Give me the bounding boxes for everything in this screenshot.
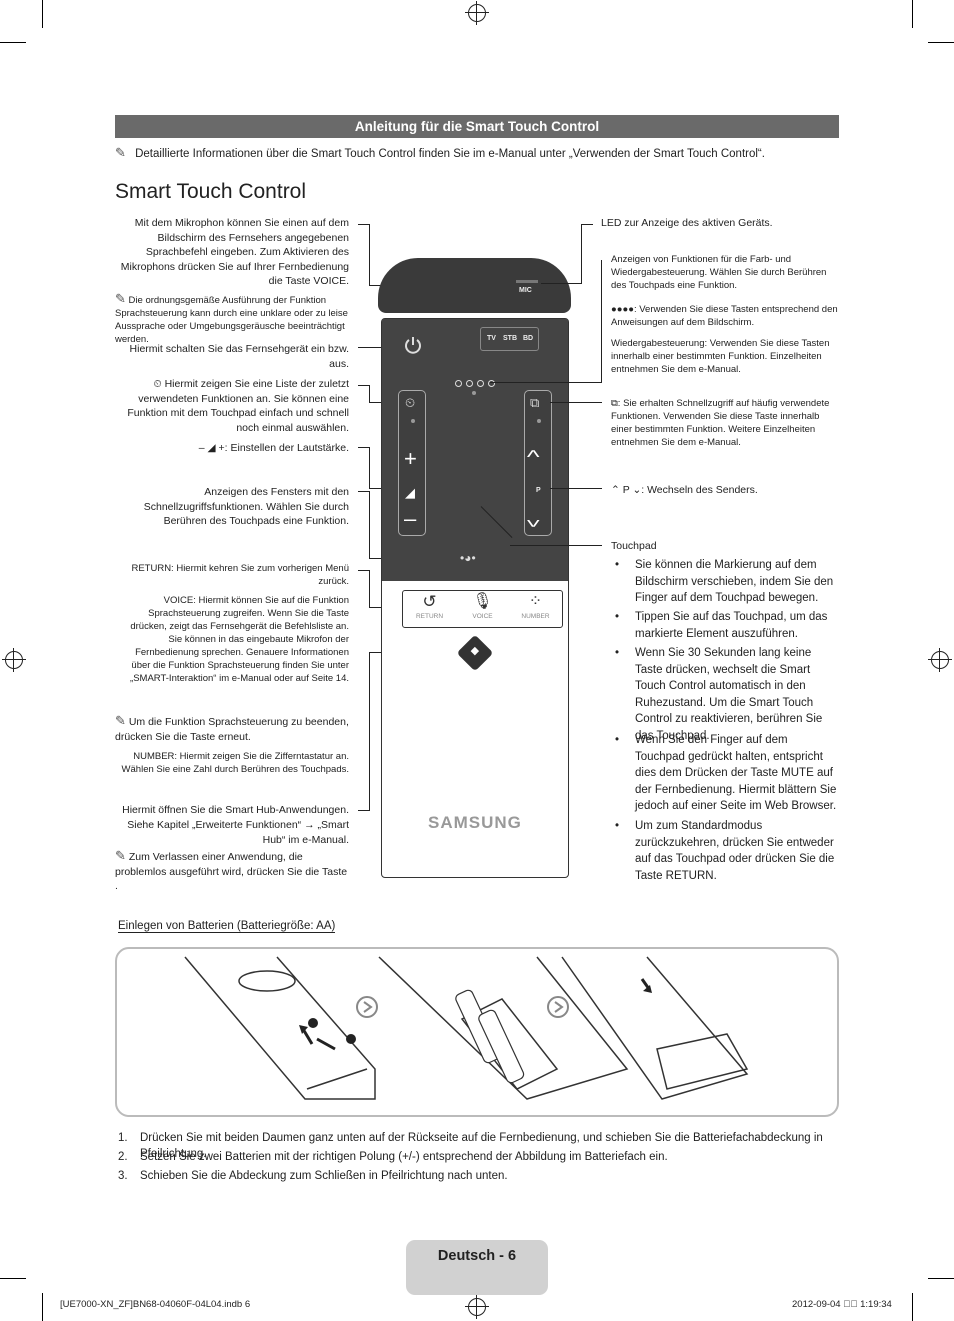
- number-description: NUMBER: Hiermit zeigen Sie die Ziffernta…: [121, 751, 349, 775]
- channel-description: ⌃ P ⌄: Wechseln des Senders.: [611, 484, 758, 496]
- list-item: •Tippen Sie auf das Touchpad, um das mar…: [615, 611, 828, 640]
- volume-icon: ◢: [405, 485, 415, 500]
- crop-mark: [0, 42, 26, 43]
- pencil-icon: ✎: [115, 145, 126, 160]
- file-info: [UE7000-XN_ZF]BN68-04060F-04L04.indb 6: [60, 1299, 251, 1310]
- pencil-icon: ✎: [115, 291, 126, 306]
- channel-rocker[interactable]: ⧉ ^ P ^: [524, 390, 552, 536]
- volume-rocker[interactable]: ⏲ + ◢ –: [398, 390, 426, 536]
- volume-down-icon[interactable]: –: [404, 506, 417, 531]
- return-description: RETURN: Hiermit kehren Sie zum vorherige…: [131, 563, 349, 587]
- samsung-logo: SAMSUNG: [428, 813, 522, 832]
- registration-mark-icon: [2, 648, 26, 672]
- crop-mark: [912, 1293, 913, 1321]
- mic-note: ✎ Die ordnungsgemäße Ausführung der Funk…: [115, 291, 348, 345]
- list-item: •Wenn Sie den Finger auf dem Touchpad ge…: [615, 734, 837, 812]
- intro-note: ✎ Detaillierte Informationen über die Sm…: [115, 145, 765, 160]
- list-item: •Sie können die Markierung auf dem Bilds…: [615, 559, 834, 604]
- number-button[interactable]: ⁘ NUMBER: [509, 591, 562, 627]
- color-dots-icon: ●●●●: [611, 304, 634, 315]
- mic-description: Mit dem Mikrophon können Sie einen auf d…: [120, 217, 349, 287]
- color-description: Anzeigen von Funktionen für die Farb- un…: [611, 254, 827, 291]
- voice-description: VOICE: Hiermit können Sie auf die Funkti…: [130, 595, 349, 684]
- return-button[interactable]: ↺ RETURN: [403, 591, 456, 627]
- stb-button[interactable]: STB: [503, 335, 517, 342]
- pencil-icon: ✎: [115, 848, 126, 863]
- channel-up-icon[interactable]: ^: [526, 447, 540, 467]
- step-number: 3.: [118, 1170, 128, 1182]
- led-description: LED zur Anzeige des aktiven Geräts.: [601, 217, 773, 229]
- page-title: Smart Touch Control: [115, 180, 307, 203]
- crop-mark: [0, 1278, 26, 1279]
- smart-hub-icon: ◆: [470, 645, 480, 658]
- step-text: Schieben Sie die Abdeckung zum Schließen…: [140, 1170, 508, 1182]
- voice-note: ✎ Um die Funktion Sprachsteuerung zu bee…: [115, 713, 349, 743]
- channel-down-icon[interactable]: ^: [526, 510, 540, 530]
- power-icon: [405, 337, 421, 354]
- step-number: 1.: [118, 1132, 128, 1144]
- quickaccess-description: ⧉: Sie erhalten Schnellzugriff auf häufi…: [611, 398, 830, 448]
- touchpad-heading: Touchpad: [611, 540, 657, 552]
- microphone-icon: 🎙: [472, 593, 493, 610]
- print-date: 2012-09-04 ￿￿ 1:19:34: [792, 1299, 892, 1310]
- crop-mark: [928, 1278, 954, 1279]
- hub-note: ✎ Zum Verlassen einer Anwendung, die pro…: [115, 848, 348, 892]
- step-text: Drücken Sie mit beiden Daumen ganz unten…: [140, 1132, 823, 1160]
- volume-up-icon[interactable]: +: [404, 446, 417, 471]
- quick-access-icon: ⧉: [611, 398, 618, 409]
- voice-button[interactable]: 🎙 VOICE: [456, 591, 509, 627]
- color-buttons[interactable]: [455, 380, 495, 388]
- volume-icon: – ◢ +: [198, 442, 225, 454]
- bd-button[interactable]: BD: [523, 335, 534, 342]
- step-text: Setzen Sie zwei Batterien mit der richti…: [140, 1151, 668, 1163]
- playback-description: Wiedergabesteuerung: Verwenden Sie diese…: [611, 338, 830, 375]
- battery-heading: Einlegen von Batterien (Batteriegröße: A…: [118, 920, 336, 933]
- color-keys-description: ●●●●: Verwenden Sie diese Tasten entspre…: [611, 304, 838, 328]
- hub-description: Hiermit öffnen Sie die Smart Hub-Anwendu…: [122, 804, 349, 846]
- recent-icon: ⏲: [153, 378, 162, 390]
- volume-description: – ◢ +: Einstellen der Lautstärke.: [198, 442, 349, 454]
- number-grid-icon: ⁘: [528, 593, 543, 610]
- registration-mark-icon: [928, 648, 952, 672]
- quick-description: Anzeigen des Fensters mit den Schnellzug…: [143, 486, 349, 527]
- power-description: Hiermit schalten Sie das Fernsehgerät ei…: [129, 343, 349, 370]
- touchpad-indicator-icon: •◕•: [460, 551, 476, 565]
- quick-access-icon[interactable]: ⧉: [530, 395, 540, 410]
- list-item: •Um zum Standardmodus zurückzukehren, dr…: [615, 820, 835, 882]
- step-number: 2.: [118, 1151, 128, 1163]
- channel-icon: ⌃ P ⌄: [611, 484, 642, 496]
- device-selector: TV STB BD: [480, 327, 539, 351]
- battery-steps-illustration: [184, 956, 749, 1100]
- pencil-icon: ✎: [115, 713, 126, 728]
- power-button[interactable]: [402, 334, 424, 356]
- return-icon: ↺: [422, 592, 437, 611]
- registration-mark-icon: [465, 1295, 489, 1319]
- recent-icon[interactable]: ⏲: [405, 395, 416, 410]
- list-item: •Wenn Sie 30 Sekunden lang keine Taste d…: [615, 647, 823, 742]
- crop-mark: [928, 42, 954, 43]
- registration-mark-icon: [465, 1, 489, 25]
- crop-mark: [912, 0, 913, 28]
- function-bar: ↺ RETURN 🎙 VOICE ⁘ NUMBER: [402, 590, 563, 628]
- crop-mark: [42, 1293, 43, 1321]
- page-number-tab: Deutsch - 6: [406, 1240, 548, 1295]
- section-header: Anleitung für die Smart Touch Control: [115, 115, 839, 138]
- battery-illustration: [115, 947, 839, 1117]
- tv-button[interactable]: TV: [487, 335, 496, 342]
- recent-description: ⏲ Hiermit zeigen Sie eine Liste der zule…: [127, 378, 349, 434]
- remote-top: MIC: [378, 258, 571, 313]
- crop-mark: [42, 0, 43, 28]
